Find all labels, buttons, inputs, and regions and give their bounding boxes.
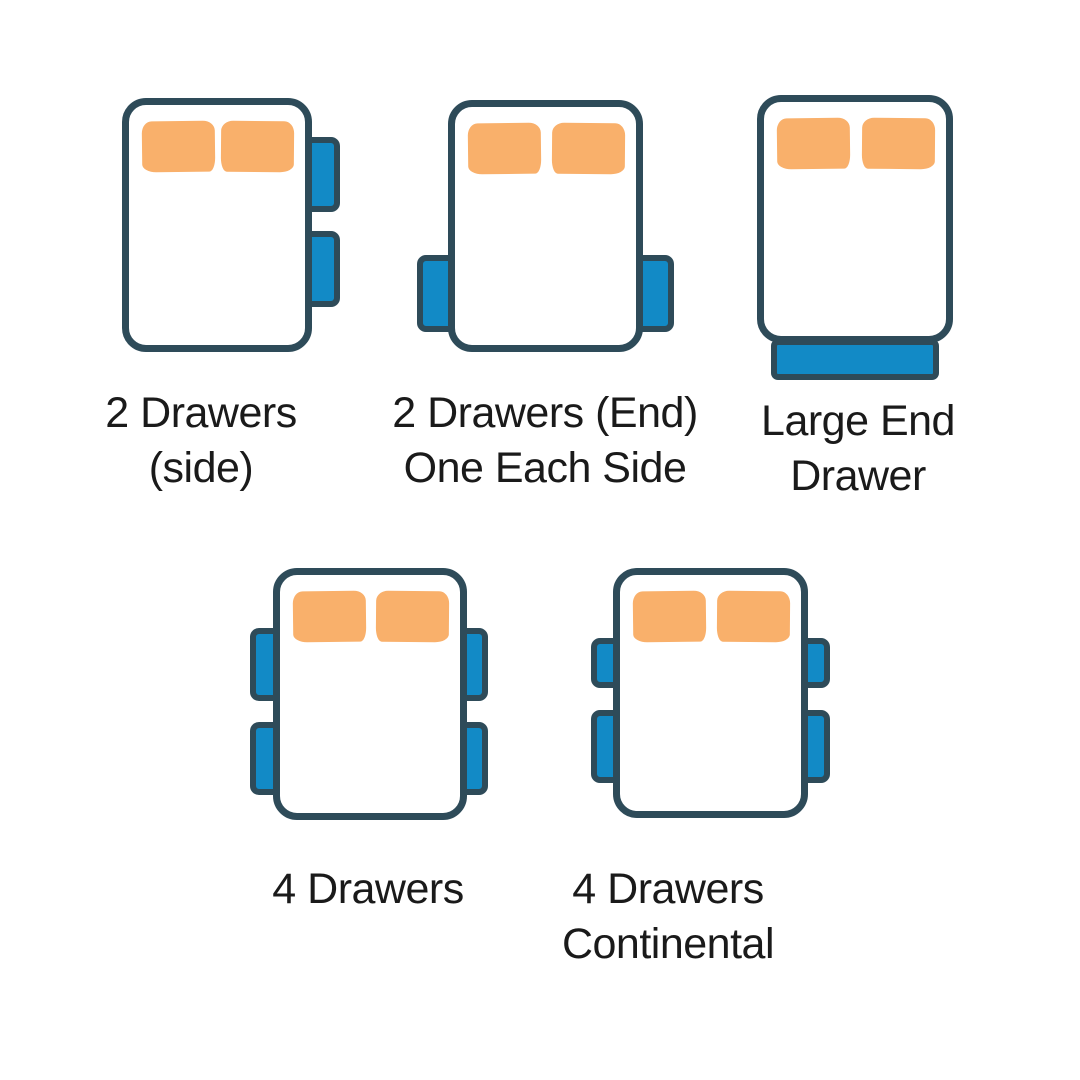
side-drawer-icon: [298, 231, 340, 307]
side-drawer-icon: [790, 638, 830, 688]
bed-top-view-4-drawers-continental-icon: [591, 568, 830, 818]
pillow-icon: [776, 117, 851, 170]
pillow-icon: [220, 120, 295, 173]
figure-label-line: (side): [148, 444, 254, 492]
figure-label: 2 Drawers (side): [61, 386, 341, 496]
pillow-icon: [716, 590, 791, 643]
figure-label-line: One Each Side: [403, 444, 687, 492]
bed-body: [448, 100, 643, 352]
side-drawer-icon: [250, 722, 290, 795]
side-drawer-icon: [591, 710, 631, 783]
figure-label-line: 2 Drawers (End): [392, 389, 698, 437]
figure-label: 4 Drawers: [228, 862, 508, 917]
side-drawer-icon: [417, 255, 461, 332]
side-drawer-icon: [790, 710, 830, 783]
side-drawer-icon: [250, 628, 290, 701]
bed-body: [273, 568, 467, 820]
figure-label-line: 4 Drawers: [572, 865, 764, 913]
figure-label-line: 2 Drawers: [105, 389, 297, 437]
figure-label-line: Large End: [761, 397, 955, 445]
figure-label-line: Drawer: [790, 452, 926, 500]
pillow-icon: [141, 120, 216, 173]
figure-label: 4 Drawers Continental: [528, 862, 808, 972]
side-drawer-icon: [298, 137, 340, 212]
bed-body: [613, 568, 808, 818]
bed-top-view-4-drawers-icon: [250, 568, 488, 820]
figure-label: Large End Drawer: [718, 394, 998, 504]
figure-label-line: Continental: [561, 920, 775, 968]
figure-label-line: 4 Drawers: [272, 865, 464, 913]
pillow-icon: [632, 590, 707, 643]
pillow-icon: [292, 590, 367, 643]
bed-body: [122, 98, 312, 352]
figure-label: 2 Drawers (End) One Each Side: [375, 386, 715, 496]
bed-top-view-2-side-drawers-icon: [122, 98, 340, 352]
pillow-icon: [861, 117, 936, 170]
pillow-icon: [467, 122, 542, 175]
bed-top-view-large-end-drawer-icon: [757, 95, 953, 380]
bed-top-view-2-end-drawers-icon: [417, 100, 674, 352]
pillow-icon: [375, 590, 450, 643]
bed-body: [757, 95, 953, 343]
pillow-icon: [551, 122, 626, 175]
side-drawer-icon: [591, 638, 631, 688]
side-drawer-icon: [630, 255, 674, 332]
end-drawer-icon: [771, 339, 939, 380]
side-drawer-icon: [448, 628, 488, 701]
side-drawer-icon: [448, 722, 488, 795]
